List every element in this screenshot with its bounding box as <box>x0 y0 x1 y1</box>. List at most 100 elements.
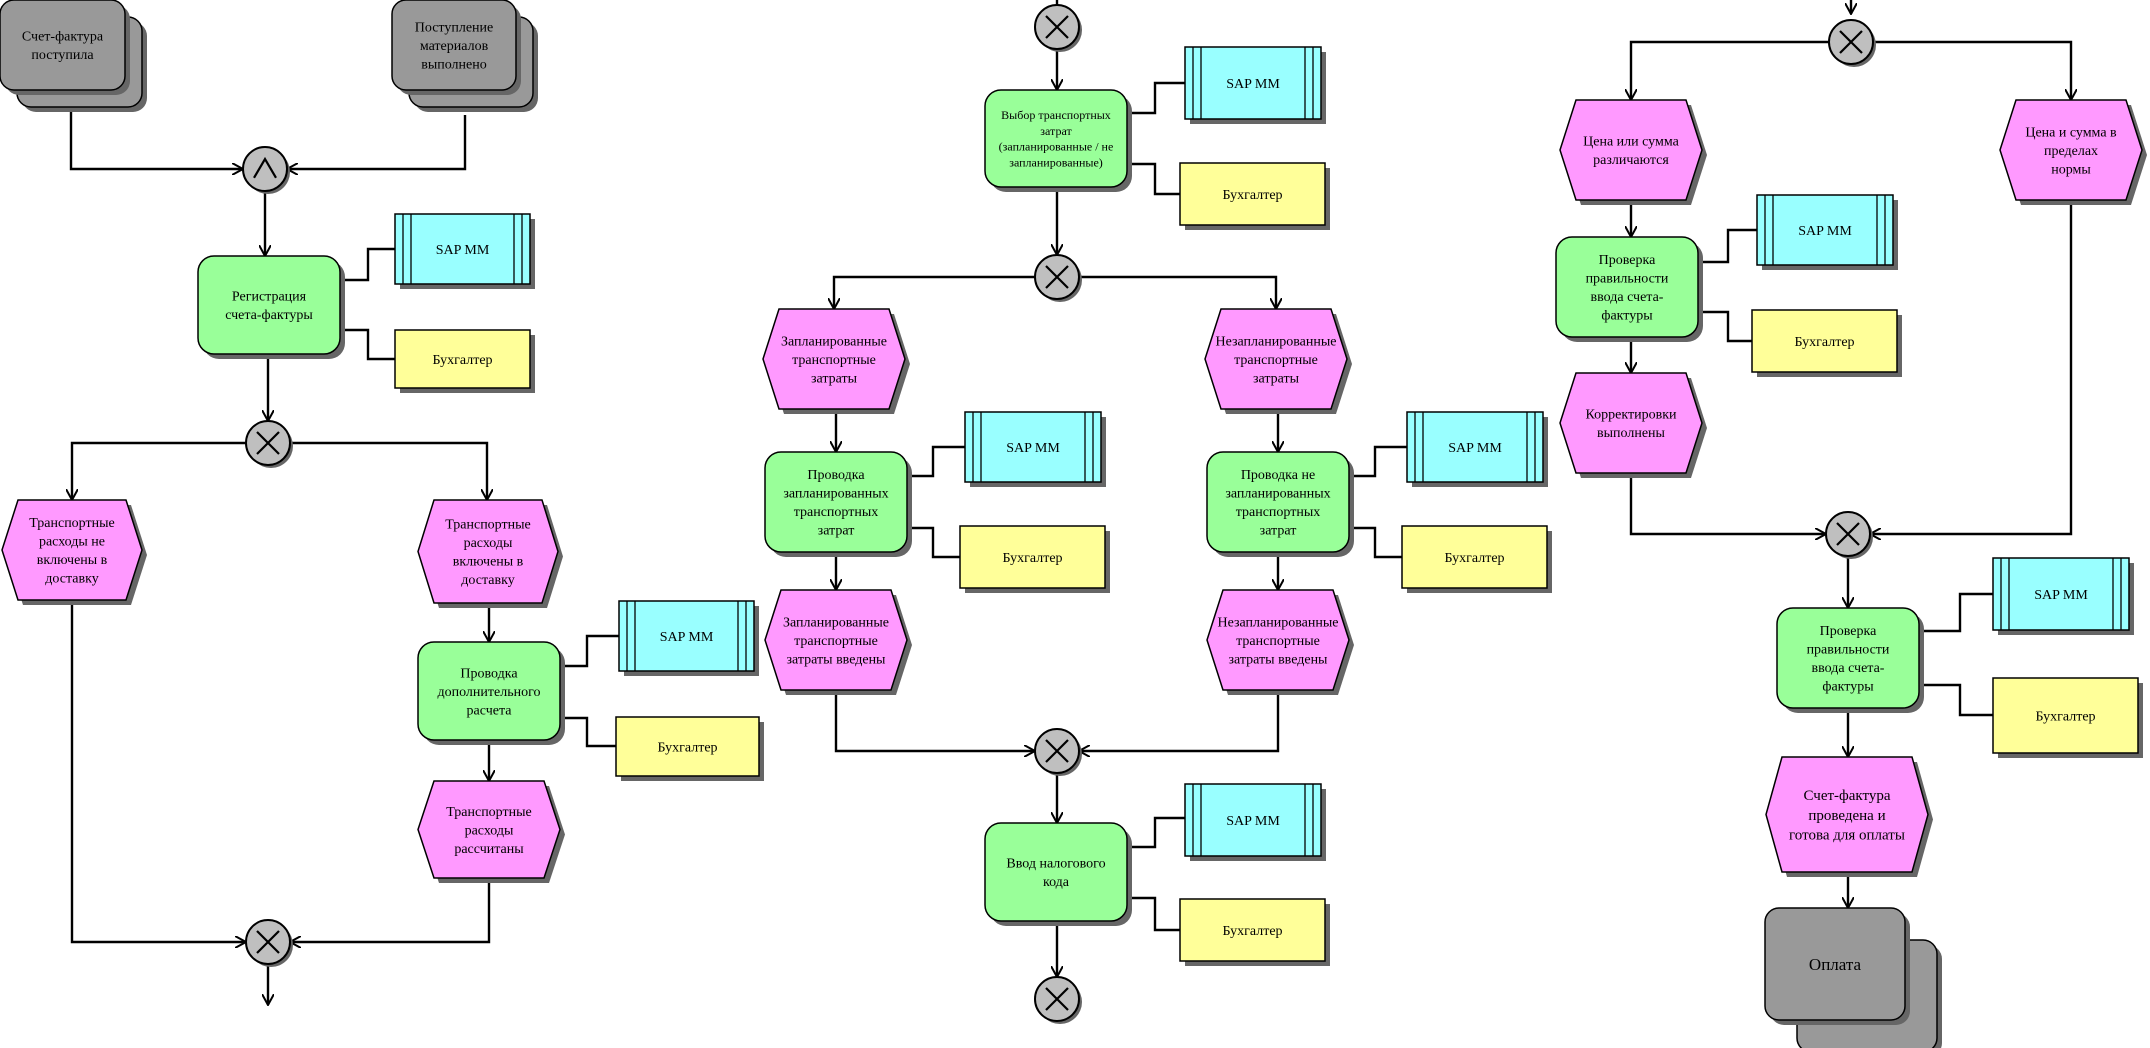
r-post-planned-label: Бухгалтер <box>1002 551 1062 566</box>
r-check-2-label: Бухгалтер <box>2035 709 2095 724</box>
and-1-and <box>242 146 290 194</box>
s-register-system: SAP MM <box>394 213 535 289</box>
edge-xor4-to-planned <box>834 275 1035 309</box>
s-check-2-system: SAP MM <box>1992 557 2134 635</box>
edge-xor4-to-unplanned <box>1079 275 1276 309</box>
s-add-post-system: SAP MM <box>618 600 759 676</box>
xor-3-xor <box>1034 4 1082 52</box>
r-check-1-role: Бухгалтер <box>1751 309 1902 377</box>
s-register-label: SAP MM <box>436 243 490 258</box>
s-check-1-system: SAP MM <box>1756 194 1898 270</box>
assoc-select-system <box>1127 81 1185 115</box>
r-post-planned-role: Бухгалтер <box>959 525 1110 593</box>
r-register-label: Бухгалтер <box>432 353 492 368</box>
assoc-check2-system <box>1919 592 1993 633</box>
resource-associations <box>340 81 1993 932</box>
s-tax-label: SAP MM <box>1226 814 1280 829</box>
assoc-addpost-role <box>560 716 616 748</box>
s-check-1-label: SAP MM <box>1798 224 1852 239</box>
s-post-unplanned-label: SAP MM <box>1448 441 1502 456</box>
assoc-postplanned-system <box>907 445 965 478</box>
xor-4-xor <box>1034 254 1082 302</box>
r-tax-label: Бухгалтер <box>1222 924 1282 939</box>
edge-xor1-to-included <box>290 441 487 500</box>
assoc-tax-role <box>1127 896 1180 932</box>
r-check-2-role: Бухгалтер <box>1992 677 2143 758</box>
flow-connections <box>71 0 2071 1005</box>
edge-corr-to-xor8 <box>1629 473 1826 534</box>
r-check-1-label: Бухгалтер <box>1794 335 1854 350</box>
xor-symbol <box>1839 30 1863 54</box>
assoc-register-role <box>340 328 395 361</box>
xor-symbol <box>1045 265 1069 289</box>
assoc-check2-role <box>1919 683 1993 717</box>
r-post-unplanned-role: Бухгалтер <box>1401 525 1552 593</box>
edge-ok-to-xor8 <box>1870 200 2073 534</box>
xor-6-xor <box>1034 976 1082 1024</box>
r-select-role: Бухгалтер <box>1179 162 1330 230</box>
xor-8-xor <box>1825 511 1873 559</box>
xor-2-xor <box>245 919 293 967</box>
xor-7-xor <box>1828 19 1876 67</box>
edge-invoice-to-and <box>69 90 243 169</box>
edge-planned-done-to-xor5 <box>834 690 1035 751</box>
xor-symbol <box>1045 15 1069 39</box>
s-select-system: SAP MM <box>1184 46 1326 124</box>
xor-symbol <box>1045 739 1069 763</box>
r-add-post-label: Бухгалтер <box>657 740 717 755</box>
assoc-postplanned-role <box>907 526 960 559</box>
r-tax-role: Бухгалтер <box>1179 898 1330 966</box>
xor-symbol <box>256 930 280 954</box>
and-symbol <box>253 156 277 179</box>
edge-receipt-to-and <box>287 115 467 169</box>
edge-xor7-to-ok <box>1873 40 2071 100</box>
assoc-addpost-system <box>560 634 619 668</box>
r-select-label: Бухгалтер <box>1222 188 1282 203</box>
xor-symbol <box>1836 522 1860 546</box>
edge-not-included-to-xor2 <box>70 600 246 942</box>
assoc-select-role <box>1127 162 1180 196</box>
edge-xor7-to-diff <box>1631 40 1829 100</box>
r-add-post-role: Бухгалтер <box>615 716 764 781</box>
assoc-check1-system <box>1698 228 1757 264</box>
pi-payment-interface: Оплата <box>1764 907 1942 1048</box>
s-post-planned-label: SAP MM <box>1006 441 1060 456</box>
r-post-unplanned-label: Бухгалтер <box>1444 551 1504 566</box>
edge-xor1-to-not-included <box>72 441 246 500</box>
xor-symbol <box>1045 987 1069 1011</box>
